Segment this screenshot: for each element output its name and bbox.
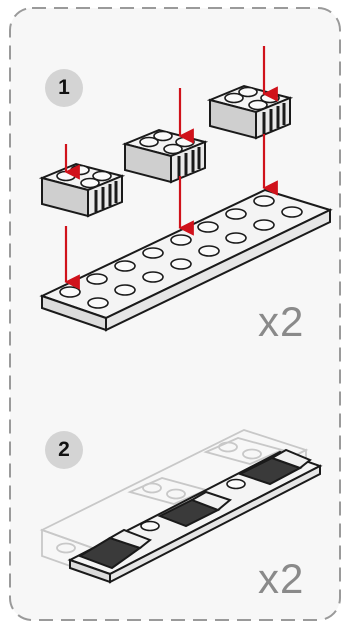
step1-badge: 1 [45, 69, 83, 107]
step2-badge: 2 [45, 431, 83, 469]
step2-number: 2 [58, 438, 70, 462]
step1-number: 1 [58, 76, 70, 100]
step2-multiplier: x2 [258, 555, 304, 603]
step1-multiplier: x2 [258, 298, 304, 346]
